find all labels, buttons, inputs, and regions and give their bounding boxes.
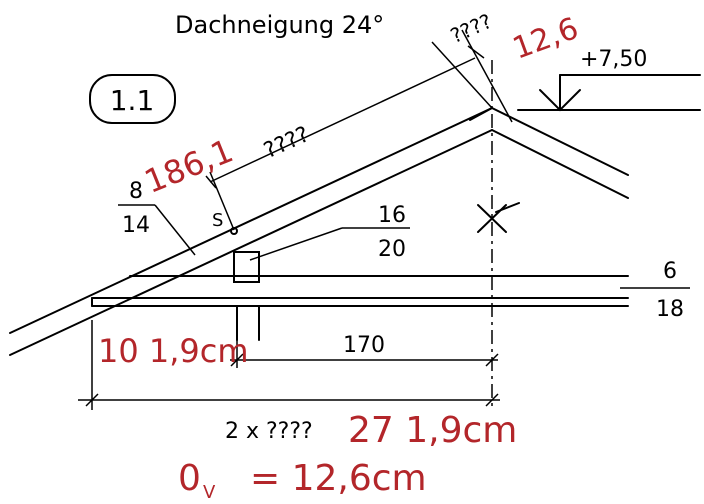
s-label: S: [212, 210, 223, 231]
purlin-section-bottom: 20: [378, 237, 406, 262]
bottom-dim-tick-left: [85, 393, 99, 407]
top-unknown-label: ????: [447, 9, 496, 48]
axis-x-mark-c: [495, 202, 520, 213]
roof-pitch-title: Dachneigung 24°: [175, 11, 384, 39]
detail-bubble: [89, 74, 176, 124]
mid-dim-label: 170: [343, 333, 385, 358]
purlin-section-leader: [249, 227, 343, 261]
rafter-length-dim: [209, 57, 476, 183]
rafter-top-edge: [9, 107, 493, 334]
right-rafter-top: [491, 107, 629, 176]
tie-section-top: 6: [663, 259, 677, 284]
detail-number: 1.1: [110, 84, 155, 117]
rafter-dim-ext-left: [209, 171, 235, 231]
top-red-annotation: 12,6: [508, 11, 583, 67]
right-rafter-bottom: [491, 129, 629, 199]
left-red-annotation: 10 1,9cm: [98, 332, 249, 370]
tie-section-bottom: 18: [656, 297, 684, 322]
rafter-unknown-label: ????: [260, 122, 313, 164]
elevation-label: +7,50: [580, 47, 647, 72]
bottom-red-annotation: 27 1,9cm: [348, 410, 517, 451]
result-symbol: 0: [178, 458, 201, 499]
rafter-dim-tick-left: [205, 175, 217, 189]
s-point: [230, 227, 238, 235]
mid-dim-tick-left: [230, 353, 244, 367]
purlin-section: [233, 251, 260, 283]
mid-dim-tick-right: [485, 353, 499, 367]
bottom-unknown-label: 2 x ????: [225, 419, 313, 444]
purlin-section-top: 16: [378, 203, 406, 228]
top-dim-ext-b: [461, 29, 513, 123]
rafter-section-bottom: 14: [122, 213, 150, 238]
top-dim-ext-a: [431, 41, 493, 109]
result-value: = 12,6cm: [250, 458, 427, 499]
rafter-section-leader: [154, 204, 196, 256]
top-dim-tick: [467, 45, 485, 59]
rafter-bottom-edge: [9, 129, 493, 356]
ridge-joint: [469, 107, 493, 121]
result-subscript: V: [203, 482, 216, 503]
bottom-dim-tick-right: [485, 393, 499, 407]
elevation-triangle: [539, 89, 581, 112]
rafter-section-top: 8: [129, 179, 143, 204]
rafter-red-annotation: 186,1: [139, 131, 238, 201]
